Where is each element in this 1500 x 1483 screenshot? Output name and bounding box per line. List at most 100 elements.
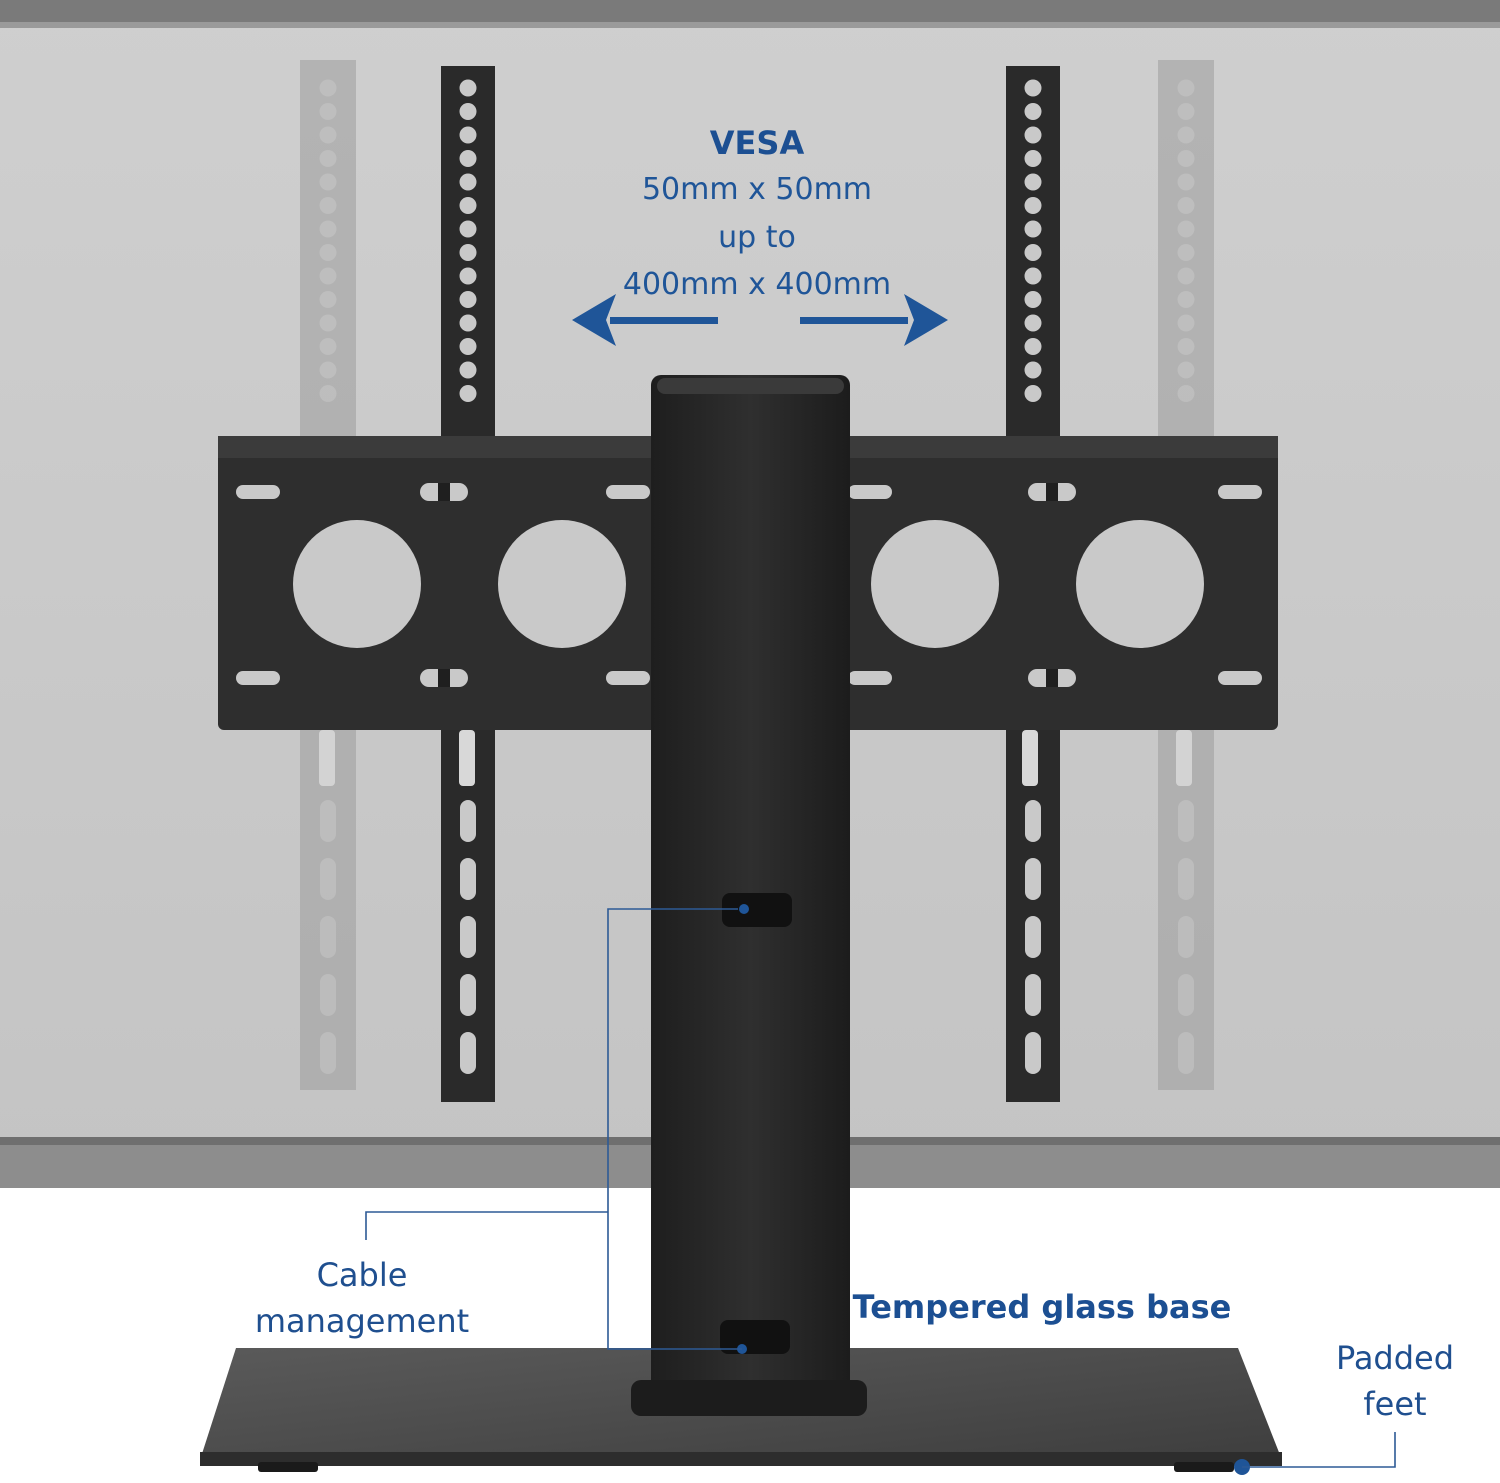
- arm-slot: [320, 916, 336, 958]
- arm-hole: [1024, 291, 1042, 308]
- plate-slot: [606, 485, 650, 499]
- plate-slot: [236, 485, 280, 499]
- arm-hole: [1024, 126, 1042, 144]
- padded-feet-label: Padded feet: [1300, 1335, 1490, 1427]
- arm-hole: [1177, 385, 1195, 402]
- arm-hole: [1177, 291, 1195, 308]
- arm-hole: [1024, 150, 1042, 167]
- plate-circle-cutout: [871, 520, 999, 648]
- plate-circle-cutout: [1076, 520, 1204, 648]
- vesa-min-size: 50mm x 50mm: [641, 172, 873, 207]
- arm-hole: [1024, 103, 1042, 120]
- plate-slot: [848, 485, 892, 499]
- arm-hole: [459, 126, 477, 144]
- feet-callout-leader: [1242, 1432, 1396, 1468]
- arm-slot: [320, 974, 336, 1016]
- vesa-title: VESA: [709, 124, 805, 162]
- arm-slot: [1025, 800, 1041, 842]
- arm-slot: [1178, 974, 1194, 1016]
- arm-hole: [459, 220, 477, 238]
- arm-hole: [459, 338, 477, 355]
- arm-hole: [459, 173, 477, 191]
- arm-hole: [319, 220, 337, 238]
- plate-slot: [848, 671, 892, 685]
- cable-callout-leader: [365, 908, 742, 1350]
- arm-hole: [1024, 220, 1042, 238]
- vesa-up-to: up to: [718, 220, 796, 255]
- arm-hole: [319, 103, 337, 120]
- arm-slot: [1025, 1032, 1041, 1074]
- arm-hole: [319, 361, 337, 379]
- arm-slot: [320, 1032, 336, 1074]
- arm-hole: [1024, 197, 1042, 214]
- arm-hole: [459, 314, 477, 332]
- arm-hole: [319, 126, 337, 144]
- arm-hole: [1024, 244, 1042, 261]
- plate-slot-bolt: [438, 483, 450, 501]
- plate-slot: [236, 671, 280, 685]
- arm-hole: [459, 197, 477, 214]
- arm-hole: [1177, 244, 1195, 261]
- arm-hole: [459, 291, 477, 308]
- plate-slot-bolt: [1046, 669, 1058, 687]
- feet-label-line2: feet: [1363, 1385, 1427, 1423]
- arm-hole: [1024, 314, 1042, 332]
- arm-slot: [320, 858, 336, 900]
- feet-label-line1: Padded: [1335, 1339, 1455, 1377]
- arm-hole: [1177, 150, 1195, 167]
- arm-hole: [459, 244, 477, 261]
- arm-slot: [1025, 916, 1041, 958]
- arm-slot: [460, 1032, 476, 1074]
- plate-slot-bolt: [1046, 483, 1058, 501]
- tv-top-edge: [0, 0, 1500, 26]
- arm-slot: [320, 800, 336, 842]
- arm-hole: [1177, 173, 1195, 191]
- arm-holes: [319, 79, 1195, 1074]
- plate-slot: [606, 671, 650, 685]
- plate-circle-cutout: [498, 520, 626, 648]
- arm-slot: [1025, 974, 1041, 1016]
- arm-hole: [459, 150, 477, 167]
- arm-hole: [319, 267, 337, 285]
- plate-circle-cutout: [293, 520, 421, 648]
- arm-hole: [1024, 79, 1042, 97]
- arm-slot: [1178, 916, 1194, 958]
- arm-slot: [460, 800, 476, 842]
- arm-hole: [459, 361, 477, 379]
- arm-hole: [459, 385, 477, 402]
- arm-slot: [1178, 1032, 1194, 1074]
- bracket-cutouts: [236, 483, 1262, 687]
- cable-management-label: Cable management: [230, 1252, 494, 1344]
- arm-hole: [459, 267, 477, 285]
- arrow-right-icon: [800, 294, 948, 346]
- plate-slot: [1218, 671, 1262, 685]
- arm-hole: [1177, 361, 1195, 379]
- arm-hole: [1177, 267, 1195, 285]
- arm-slot: [460, 916, 476, 958]
- arm-hole: [319, 244, 337, 261]
- arm-hole: [1177, 338, 1195, 355]
- cable-label-line1: Cable: [316, 1256, 408, 1294]
- arm-hole: [319, 79, 337, 97]
- arm-hole: [319, 385, 337, 402]
- center-pole: [651, 375, 850, 1395]
- arm-slot: [460, 858, 476, 900]
- arm-hole: [459, 103, 477, 120]
- mount-bolts: [319, 730, 1192, 786]
- arm-slot: [1178, 858, 1194, 900]
- arm-hole: [1024, 385, 1042, 402]
- arm-slot: [460, 974, 476, 1016]
- padded-feet: [258, 1459, 1250, 1475]
- cable-label-line2: management: [254, 1302, 470, 1340]
- arm-hole: [319, 173, 337, 191]
- arm-hole: [1177, 314, 1195, 332]
- arm-hole: [1024, 173, 1042, 191]
- arm-hole: [1177, 103, 1195, 120]
- vesa-max-size: 400mm x 400mm: [622, 267, 892, 302]
- arm-hole: [1177, 197, 1195, 214]
- plate-slot: [1218, 485, 1262, 499]
- arm-hole: [319, 150, 337, 167]
- arm-slot: [1025, 858, 1041, 900]
- arm-hole: [319, 338, 337, 355]
